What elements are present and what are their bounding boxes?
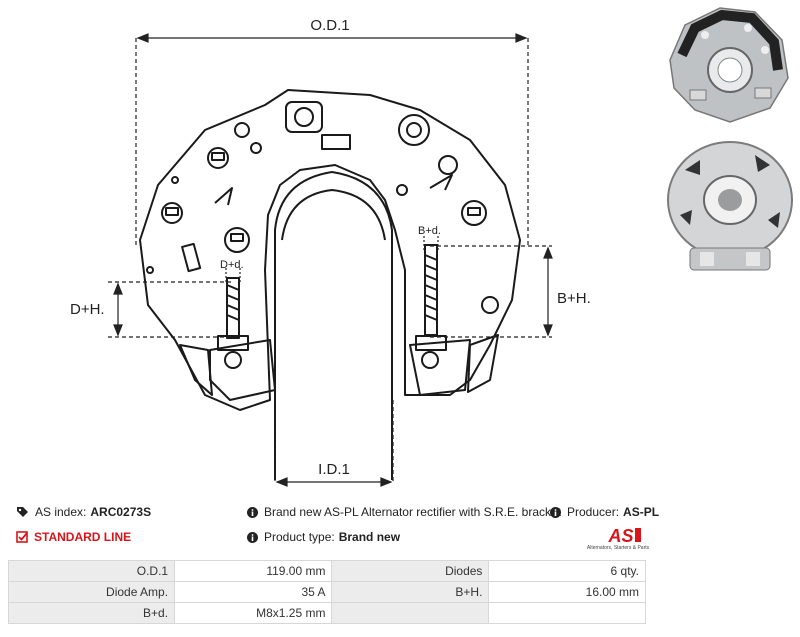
center-bore-inner xyxy=(281,189,386,241)
spec-label: O.D.1 xyxy=(7,560,176,582)
product-type-row: Product type: Brand new xyxy=(247,530,400,544)
bd-label: B+d. xyxy=(418,225,441,237)
standard-line-row: STANDARD LINE xyxy=(16,530,131,544)
product-type-value: Brand new xyxy=(338,530,401,544)
od-label: O.D.1 xyxy=(310,17,349,34)
spec-label: Diodes xyxy=(331,560,490,582)
product-photo-top xyxy=(669,7,789,123)
spec-value: 35 A xyxy=(174,581,333,603)
right-terminal xyxy=(409,339,471,396)
top-terminal xyxy=(285,101,323,133)
dh-label: D+H. xyxy=(70,301,105,318)
info-icon xyxy=(550,506,561,518)
spec-value: 119.00 mm xyxy=(174,560,333,582)
dd-label: D+d. xyxy=(220,259,244,271)
as-index-label: AS index: xyxy=(35,505,87,519)
spec-value xyxy=(488,602,646,624)
info-icon xyxy=(247,531,258,543)
tag-icon xyxy=(16,506,29,518)
product-type-label: Product type: xyxy=(264,530,335,544)
description-row: Brand new AS-PL Alternator rectifier wit… xyxy=(247,505,561,519)
spec-row: B+d.M8x1.25 mm xyxy=(7,602,646,624)
spec-label xyxy=(331,602,490,624)
center-bore xyxy=(274,171,393,480)
spec-label: B+d. xyxy=(7,602,176,624)
spec-value: M8x1.25 mm xyxy=(174,602,333,624)
producer-row: Producer: AS-PL xyxy=(550,505,659,519)
producer-label: Producer: xyxy=(567,505,620,519)
spec-value: 16.00 mm xyxy=(488,581,646,603)
bh-label: B+H. xyxy=(557,290,591,307)
as-index-row: AS index: ARC0273S xyxy=(16,505,151,519)
info-icon xyxy=(247,506,258,518)
logo-tagline: Alternators, Starters & Parts xyxy=(586,545,650,551)
spec-label: Diode Amp. xyxy=(7,581,176,603)
left-bolt xyxy=(226,277,240,339)
as-pl-logo: AS xyxy=(607,526,641,546)
product-photo-bottom xyxy=(667,141,793,271)
producer-value: AS-PL xyxy=(623,505,660,519)
spec-label: B+H. xyxy=(331,581,490,603)
id-label: I.D.1 xyxy=(318,461,350,478)
standard-line-label: STANDARD LINE xyxy=(34,530,132,544)
spec-value: 6 qty. xyxy=(488,560,646,582)
as-index-value: ARC0273S xyxy=(90,505,152,519)
rectifier-outline xyxy=(139,89,521,411)
description-text: Brand new AS-PL Alternator rectifier wit… xyxy=(264,505,562,519)
logo-text: AS xyxy=(607,526,633,546)
check-box-icon xyxy=(16,531,28,543)
technical-drawing: O.D.1 I.D.1 D+H. B+H. B+d. D+d. xyxy=(70,17,591,487)
